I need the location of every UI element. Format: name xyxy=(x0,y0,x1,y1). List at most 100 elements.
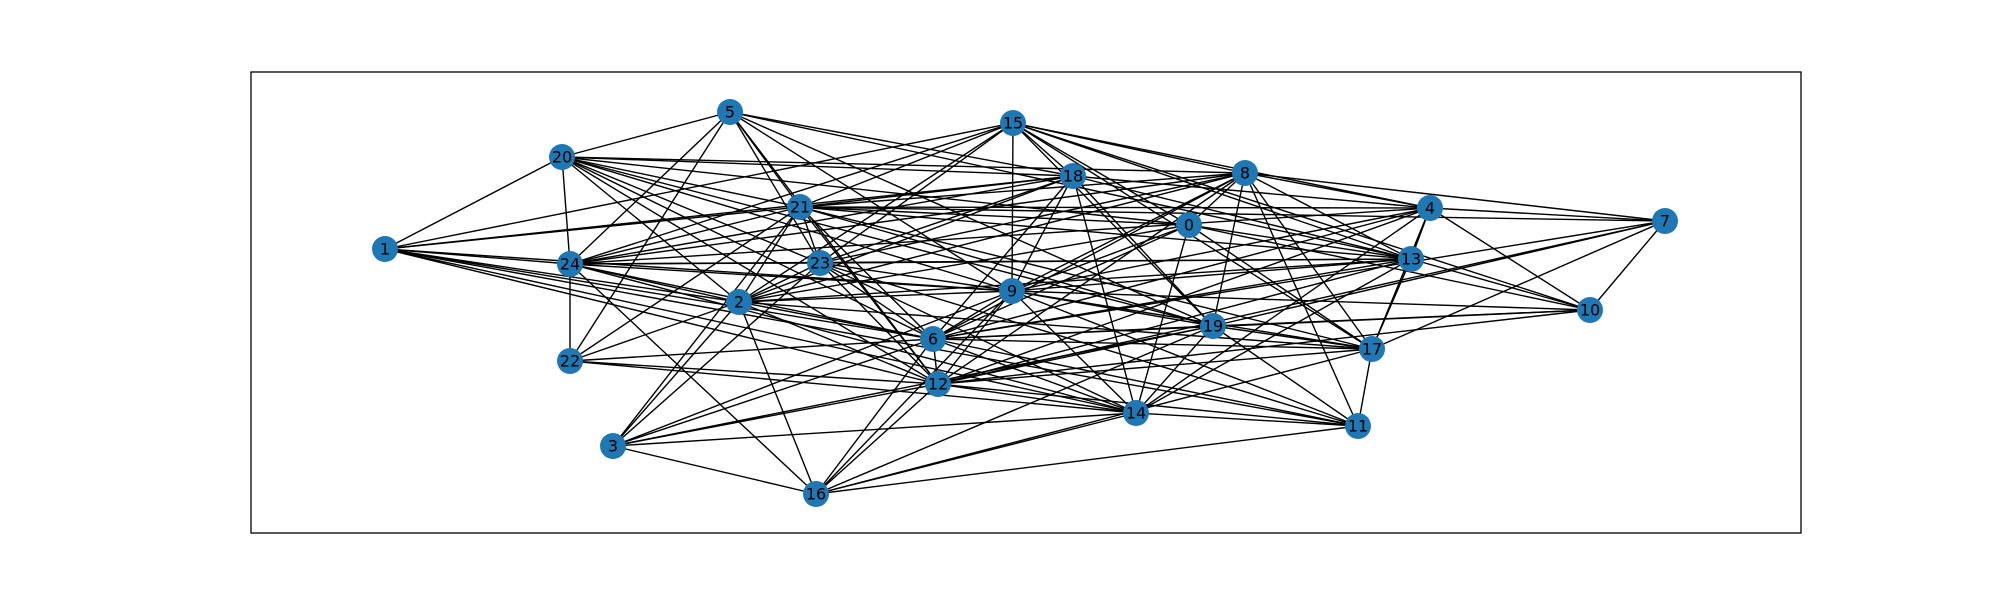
edge-15-18 xyxy=(1012,122,1074,177)
edge-3-16 xyxy=(612,445,817,495)
node-label: 2 xyxy=(734,293,744,312)
edge-21-17 xyxy=(799,206,1373,350)
edge-6-16 xyxy=(815,338,934,495)
edge-10-19 xyxy=(1212,309,1591,327)
edge-13-6 xyxy=(932,258,1412,340)
node-circle xyxy=(1060,163,1086,189)
edge-6-11 xyxy=(932,338,1359,427)
edge-1-14 xyxy=(384,248,1137,414)
edge-13-14 xyxy=(1135,258,1412,414)
node-circle xyxy=(787,194,813,220)
edge-8-24 xyxy=(569,172,1246,265)
graph-node-20: 20 xyxy=(549,144,575,170)
graph-node-16: 16 xyxy=(803,481,829,507)
graph-node-24: 24 xyxy=(557,251,583,277)
edge-20-24 xyxy=(561,156,571,265)
edge-20-18 xyxy=(561,156,1074,177)
edge-9-17 xyxy=(1011,290,1373,350)
node-circle xyxy=(999,278,1025,304)
edge-19-14 xyxy=(1135,325,1214,414)
edge-0-10 xyxy=(1188,224,1591,311)
edge-5-18 xyxy=(729,111,1074,177)
edge-0-2 xyxy=(738,224,1190,303)
edge-13-10 xyxy=(1410,258,1591,311)
edge-23-12 xyxy=(819,262,939,385)
edge-21-24 xyxy=(569,206,801,265)
edge-18-21 xyxy=(799,175,1074,208)
edge-23-13 xyxy=(819,258,1412,264)
edge-5-19 xyxy=(729,111,1214,327)
node-circle xyxy=(549,144,575,170)
edge-20-21 xyxy=(561,156,801,208)
edge-19-17 xyxy=(1212,325,1373,350)
edge-20-8 xyxy=(561,156,1246,174)
edge-2-6 xyxy=(738,301,934,340)
edge-5-22 xyxy=(569,111,731,362)
graph-node-10: 10 xyxy=(1577,297,1603,323)
edge-23-6 xyxy=(819,262,934,340)
edge-19-3 xyxy=(612,325,1214,447)
edge-18-24 xyxy=(569,175,1074,265)
node-label: 23 xyxy=(810,254,830,273)
graph-node-13: 13 xyxy=(1398,246,1424,272)
edge-0-17 xyxy=(1188,224,1373,350)
edge-20-5 xyxy=(561,111,731,158)
node-label: 7 xyxy=(1660,212,1670,231)
edge-13-9 xyxy=(1011,258,1412,292)
edge-0-13 xyxy=(1188,224,1412,260)
graph-node-9: 9 xyxy=(999,278,1025,304)
edge-18-2 xyxy=(738,175,1074,303)
edge-19-16 xyxy=(815,325,1214,495)
graph-node-12: 12 xyxy=(925,371,951,397)
node-label: 0 xyxy=(1184,216,1194,235)
node-label: 16 xyxy=(806,485,826,504)
graph-node-11: 11 xyxy=(1345,413,1371,439)
graph-node-21: 21 xyxy=(787,194,813,220)
edge-14-11 xyxy=(1135,412,1359,427)
edge-15-23 xyxy=(819,122,1014,264)
edge-12-3 xyxy=(612,383,939,447)
node-label: 20 xyxy=(552,148,572,167)
node-label: 8 xyxy=(1240,164,1250,183)
edge-7-6 xyxy=(932,220,1666,340)
node-circle xyxy=(1000,110,1026,136)
graph-node-6: 6 xyxy=(920,326,946,352)
graph-node-15: 15 xyxy=(1000,110,1026,136)
node-circle xyxy=(803,481,829,507)
edge-11-16 xyxy=(815,425,1359,495)
edge-9-3 xyxy=(612,290,1013,447)
node-circle xyxy=(925,371,951,397)
edge-21-6 xyxy=(799,206,934,340)
edge-5-24 xyxy=(569,111,731,265)
graph-node-2: 2 xyxy=(726,289,752,315)
node-label: 11 xyxy=(1348,417,1368,436)
edge-18-19 xyxy=(1072,175,1214,327)
edge-21-22 xyxy=(569,206,801,362)
node-circle xyxy=(1123,400,1149,426)
graph-node-14: 14 xyxy=(1123,400,1149,426)
node-circle xyxy=(920,326,946,352)
edge-14-16 xyxy=(815,412,1137,495)
edge-1-12 xyxy=(384,248,939,385)
edge-1-18 xyxy=(384,175,1074,250)
edge-7-21 xyxy=(799,206,1666,222)
edge-20-23 xyxy=(561,156,821,264)
edge-12-11 xyxy=(937,383,1359,427)
edge-23-3 xyxy=(612,262,821,447)
node-label: 24 xyxy=(560,255,580,274)
edge-8-4 xyxy=(1244,172,1431,209)
node-label: 10 xyxy=(1580,301,1600,320)
node-label: 22 xyxy=(560,352,580,371)
edge-22-12 xyxy=(569,360,939,385)
graph-node-5: 5 xyxy=(717,99,743,125)
edge-4-14 xyxy=(1135,207,1431,414)
edge-23-14 xyxy=(819,262,1137,414)
edge-20-6 xyxy=(561,156,934,340)
edge-21-19 xyxy=(799,206,1214,327)
node-circle xyxy=(557,348,583,374)
edge-24-16 xyxy=(569,263,817,495)
node-circle xyxy=(557,251,583,277)
edge-6-22 xyxy=(569,338,934,362)
node-label: 6 xyxy=(928,330,938,349)
